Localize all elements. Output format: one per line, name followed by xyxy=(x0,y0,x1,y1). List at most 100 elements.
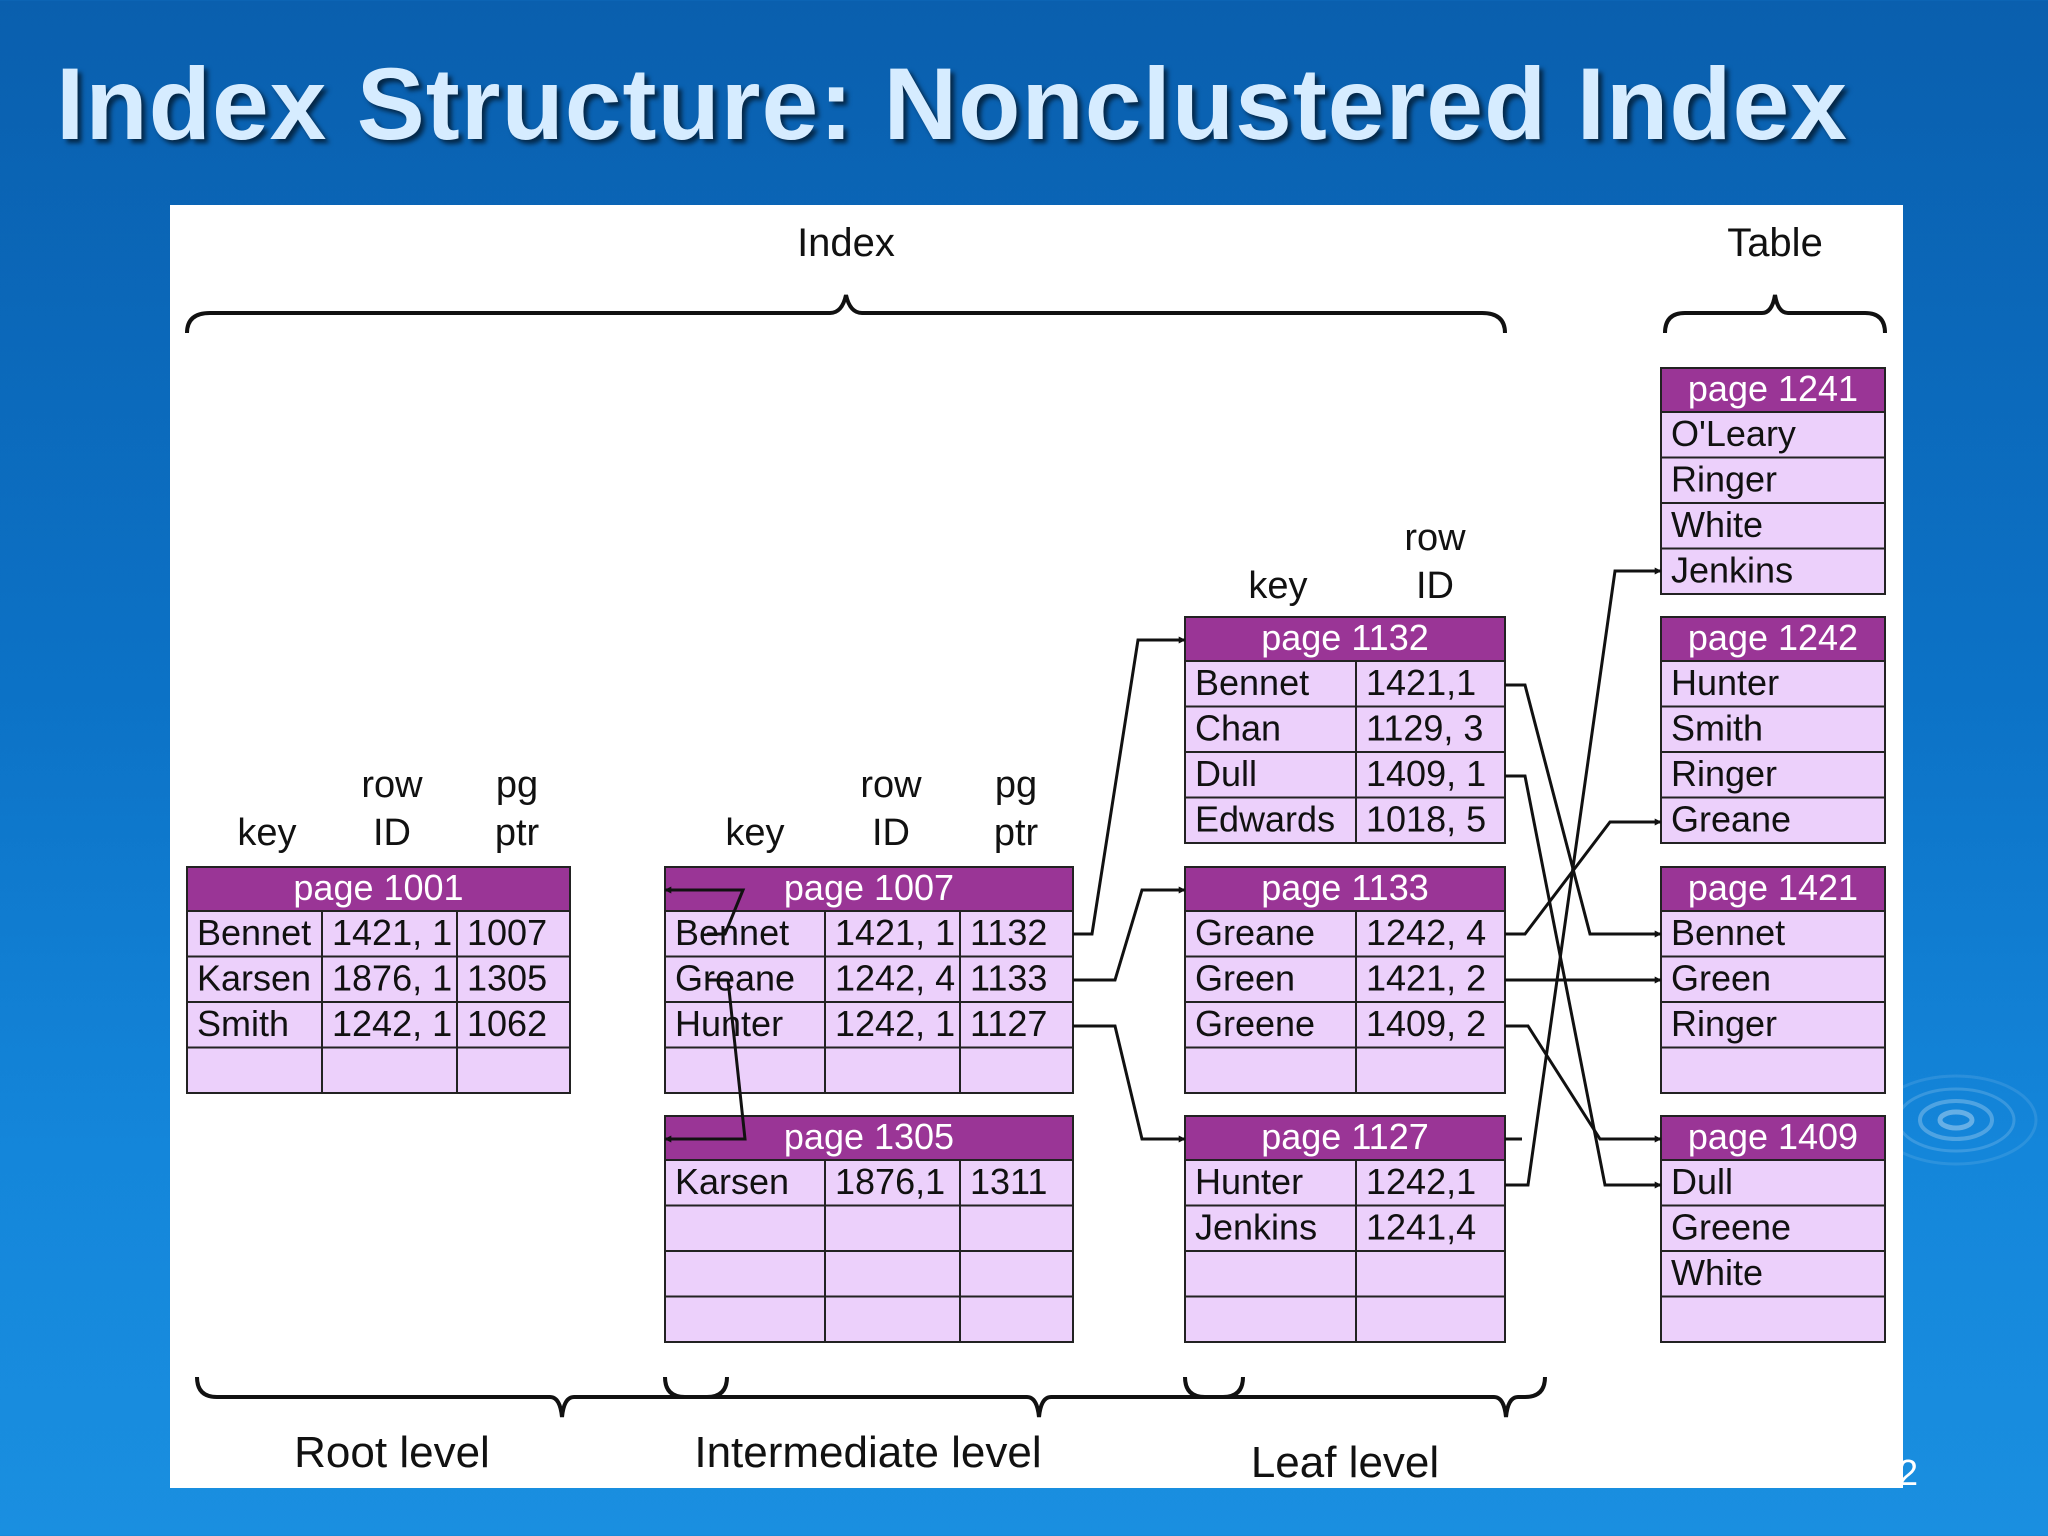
table-cell: Greane xyxy=(1195,912,1315,953)
table-cell: Ringer xyxy=(1671,459,1777,500)
arrow-bennet-to-1421 xyxy=(1505,683,1662,938)
table-cell: 1421, 2 xyxy=(1366,958,1486,999)
leaf-level-label: Leaf level xyxy=(1251,1438,1439,1487)
page-header: page 1409 xyxy=(1688,1116,1858,1157)
table-cell: Karsen xyxy=(675,1161,789,1202)
page-header: page 1132 xyxy=(1261,617,1429,658)
table-cell: Greene xyxy=(1195,1003,1315,1044)
root-ptr-header: ptr xyxy=(495,812,540,854)
table-cell: 1421, 1 xyxy=(835,912,955,953)
table-cell: 1876,1 xyxy=(835,1161,945,1202)
table-label: Table xyxy=(1727,221,1823,265)
table-cell: Greane xyxy=(1671,799,1791,840)
table-cell: 1242, 1 xyxy=(835,1003,955,1044)
table-cell: Jenkins xyxy=(1671,550,1793,591)
table-cell: 1007 xyxy=(467,912,547,953)
table-cell: 1132 xyxy=(970,912,1047,953)
table-cell: Green xyxy=(1671,958,1771,999)
intermediate-key-header: key xyxy=(725,812,784,854)
table-cell: 1421,1 xyxy=(1366,662,1476,703)
arrow-1001-to-1305 xyxy=(664,978,747,1143)
table-cell: Bennet xyxy=(197,912,311,953)
table-cell: 1242, 1 xyxy=(332,1003,452,1044)
table-cell: 1409, 2 xyxy=(1366,1003,1486,1044)
page-header: page 1133 xyxy=(1261,867,1429,908)
page-header: page 1242 xyxy=(1688,617,1858,658)
table-cell: 1242,1 xyxy=(1366,1161,1476,1202)
intermediate-level-brace xyxy=(663,1376,1245,1418)
table-cell: 1018, 5 xyxy=(1366,799,1486,840)
arrow-1007-to-1127 xyxy=(1073,1024,1186,1143)
table-cell: Bennet xyxy=(1671,912,1785,953)
table-cell: White xyxy=(1671,1252,1763,1293)
page-header: page 1241 xyxy=(1688,368,1858,409)
table-cell: Hunter xyxy=(1195,1161,1303,1202)
leaf-id-header: ID xyxy=(1416,565,1454,607)
leaf-row-header: row xyxy=(1404,517,1466,559)
page-header: page 1421 xyxy=(1688,867,1858,908)
table-cell: 1127 xyxy=(970,1003,1047,1044)
table-cell: 1305 xyxy=(467,958,547,999)
intermediate-pg-header: pg xyxy=(995,764,1037,806)
table-brace xyxy=(1663,294,1887,334)
table-cell: Smith xyxy=(197,1003,289,1044)
arrow-greene-to-1409 xyxy=(1505,1024,1662,1143)
intermediate-id-header: ID xyxy=(872,812,910,854)
table-cell: Greene xyxy=(1671,1207,1791,1248)
table-cell: 1241,4 xyxy=(1366,1207,1476,1248)
intermediate-ptr-header: ptr xyxy=(994,812,1039,854)
root-pg-header: pg xyxy=(496,764,538,806)
ripple-decoration xyxy=(1888,1074,2038,1166)
table-cell: Edwards xyxy=(1195,799,1335,840)
slide-title: Index Structure: Nonclustered Index xyxy=(56,47,1849,161)
leaf-level-brace xyxy=(1183,1376,1547,1418)
root-level-brace xyxy=(195,1376,729,1418)
table-cell: Jenkins xyxy=(1195,1207,1317,1248)
table-cell: Dull xyxy=(1671,1161,1733,1202)
intermediate-row-header: row xyxy=(860,764,922,806)
intermediate-level-label: Intermediate level xyxy=(694,1428,1041,1477)
slide-number: 2 xyxy=(1898,1452,1919,1493)
page-header: page 1001 xyxy=(293,867,463,908)
arrow-greane-to-1242 xyxy=(1505,818,1662,936)
root-key-header: key xyxy=(237,812,296,854)
table-cell: 1421, 1 xyxy=(332,912,452,953)
leaf-key-header: key xyxy=(1248,565,1307,607)
table-cell: Smith xyxy=(1671,708,1763,749)
table-cell: Hunter xyxy=(675,1003,783,1044)
table-cell: O'Leary xyxy=(1671,413,1796,454)
index-label: Index xyxy=(797,221,895,265)
table-cell: 1062 xyxy=(467,1003,547,1044)
root-level-label: Root level xyxy=(294,1428,490,1477)
index-diagram: Index Table Root level Intermediate leve… xyxy=(170,205,1903,1488)
table-cell: 1311 xyxy=(970,1161,1047,1202)
table-cell: 1242, 4 xyxy=(835,958,955,999)
root-row-header: row xyxy=(361,764,423,806)
arrow-1007-to-1132 xyxy=(1073,636,1186,936)
page-header: page 1007 xyxy=(784,867,954,908)
table-cell: Chan xyxy=(1195,708,1281,749)
table-cell: Bennet xyxy=(1195,662,1309,703)
table-cell: White xyxy=(1671,504,1763,545)
table-cell: Green xyxy=(1195,958,1295,999)
page-header: page 1305 xyxy=(784,1116,954,1157)
table-cell: Hunter xyxy=(1671,662,1779,703)
arrow-1001-to-1007 xyxy=(664,886,746,936)
root-id-header: ID xyxy=(373,812,411,854)
table-cell: 1133 xyxy=(970,958,1047,999)
table-cell: Karsen xyxy=(197,958,311,999)
table-cell: 1242, 4 xyxy=(1366,912,1486,953)
table-cell: Ringer xyxy=(1671,753,1777,794)
table-cell: 1129, 3 xyxy=(1366,708,1483,749)
table-cell: Dull xyxy=(1195,753,1257,794)
index-brace xyxy=(185,294,1507,334)
table-cell: Ringer xyxy=(1671,1003,1777,1044)
